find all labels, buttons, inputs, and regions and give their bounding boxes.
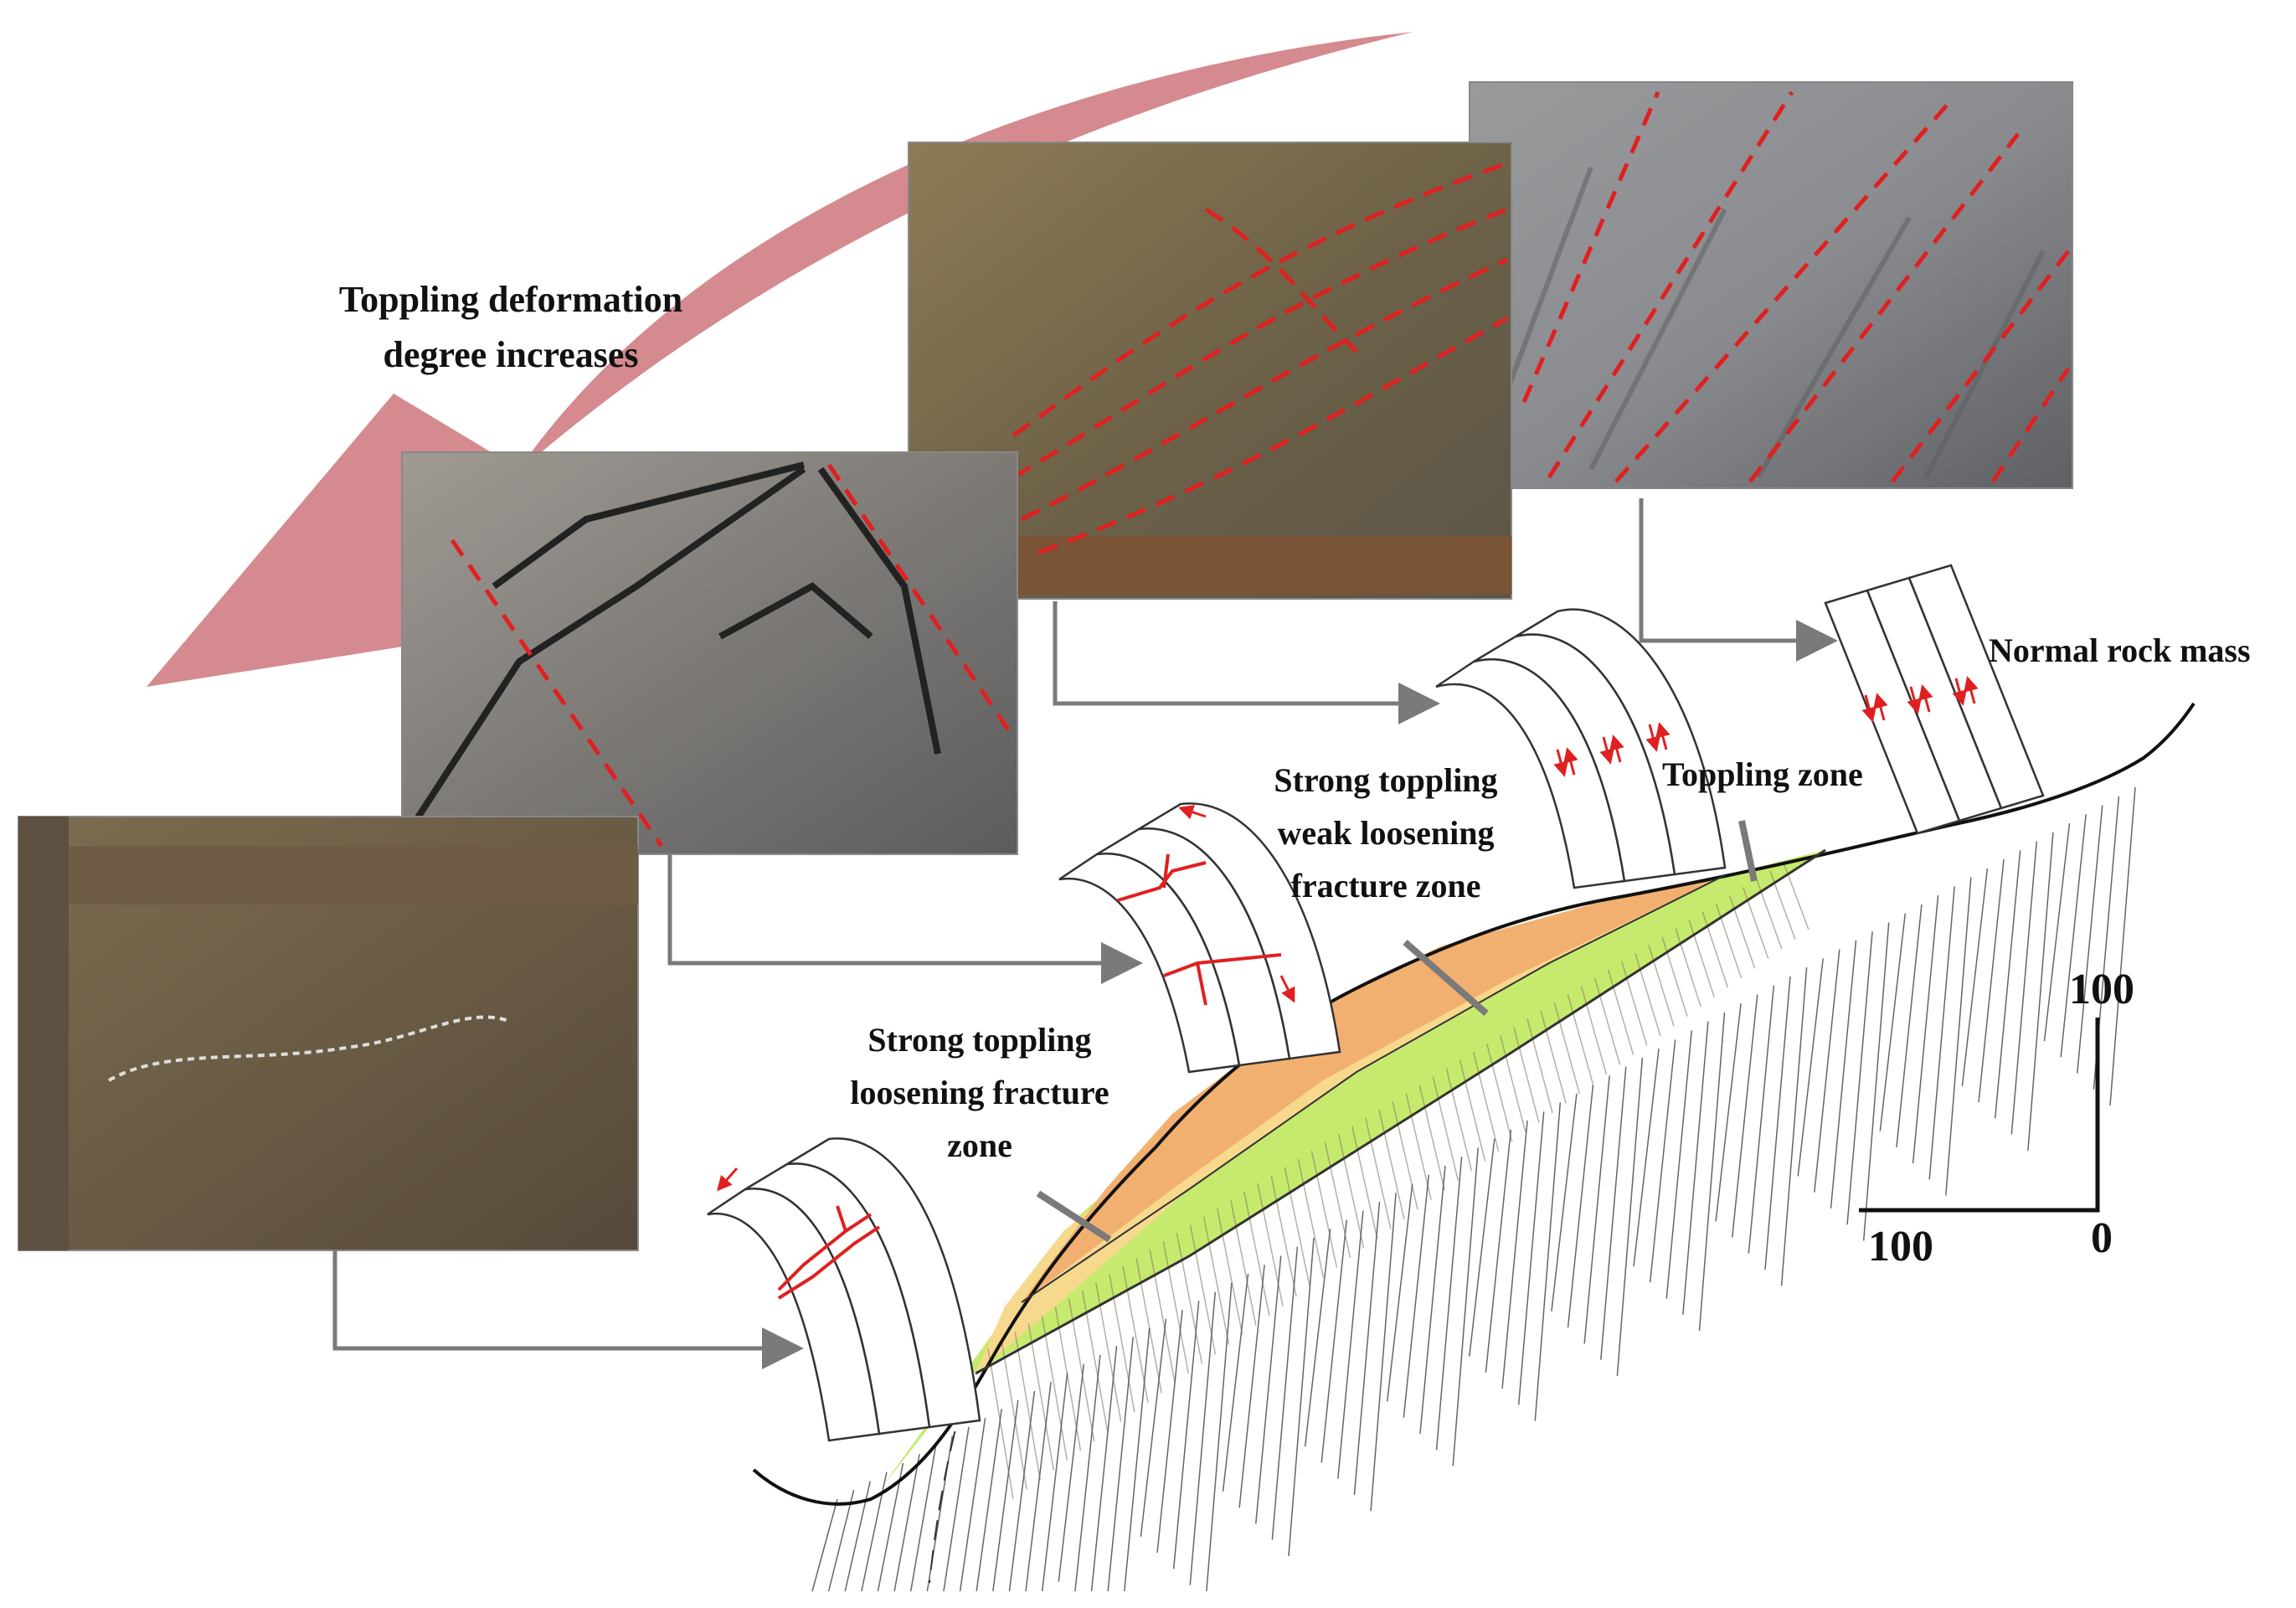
strong-zone-label-line1: Strong toppling: [867, 1021, 1091, 1059]
photo-strong-weak: [401, 451, 1018, 855]
strong-zone-label-line3: zone: [947, 1126, 1012, 1164]
block-schematic-toppling: [1435, 608, 1727, 889]
scale-bar: [1859, 1018, 2100, 1213]
photo-strong-loosening: [18, 816, 639, 1251]
normal-rock-label: Normal rock mass: [1989, 631, 2251, 669]
photo-normal-rock: [1469, 81, 2073, 489]
arrow-label-line1: Toppling deformation: [339, 279, 682, 320]
weak-zone-label-line2: weak loosening: [1278, 814, 1495, 852]
weak-zone-label-line1: Strong toppling: [1274, 761, 1497, 799]
connector-arrows: [332, 498, 1838, 1369]
toppling-zone: [879, 850, 1825, 1491]
scale-vertical-label: 100: [2069, 966, 2134, 1013]
slope-section: [752, 702, 2196, 1592]
ground-surface: [752, 702, 2196, 1506]
arrow-label-line2: degree increases: [383, 334, 638, 375]
leader-lines: [1036, 820, 1758, 1243]
strong-zone-label-line2: loosening fracture: [850, 1074, 1109, 1111]
block-schematic-weak-loosening: [1058, 802, 1341, 1074]
scale-origin-label: 0: [2091, 1214, 2113, 1262]
block-schematic-normal: [1824, 564, 2045, 835]
block-schematic-strong-loosening: [707, 1137, 981, 1442]
toppling-zone-label: Toppling zone: [1662, 755, 1863, 793]
weak-zone-label-line3: fracture zone: [1291, 867, 1481, 904]
scale-horizontal-label: 100: [1868, 1223, 1933, 1270]
arrow-body: [147, 32, 1413, 687]
deformation-arrow: [147, 32, 1413, 687]
